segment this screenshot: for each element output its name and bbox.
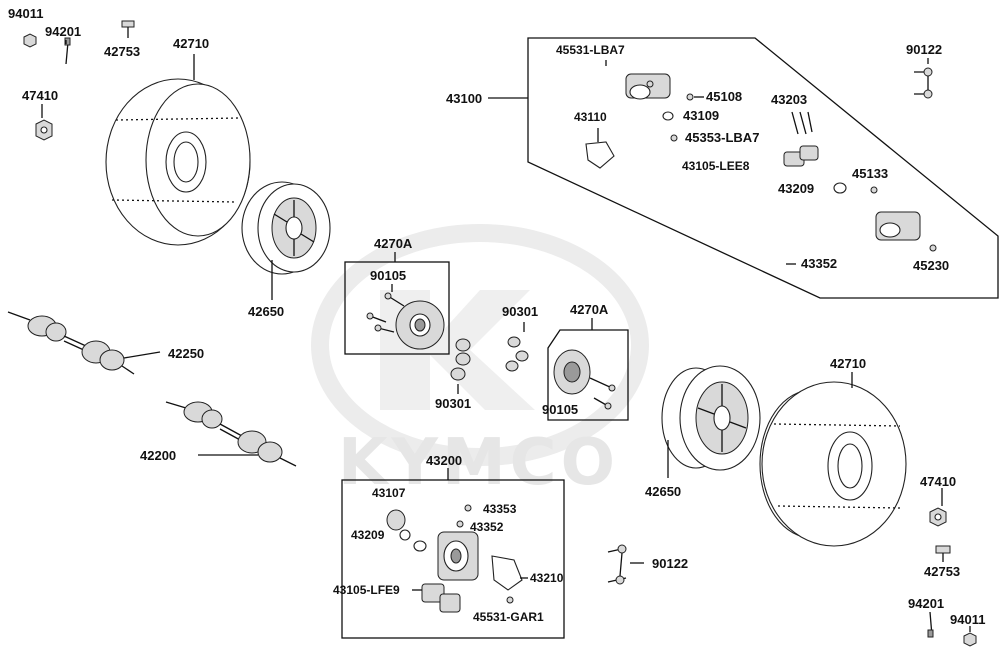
label-43209-bottom: 43209: [351, 528, 385, 542]
caliper-43200: [437, 531, 479, 581]
label-43100: 43100: [446, 91, 482, 106]
nut-94011-left: [23, 33, 37, 48]
label-90122-top: 90122: [906, 42, 942, 57]
bolts-90122-top: 90122: [906, 42, 942, 99]
valve-cap-42753-left: [121, 20, 135, 38]
label-47410-left: 47410: [22, 88, 58, 103]
label-4270a-right: 4270A: [570, 302, 609, 317]
label-47410-right: 47410: [920, 474, 956, 489]
label-45133: 45133: [852, 166, 888, 181]
label-45230: 45230: [913, 258, 949, 273]
label-90105-right: 90105: [542, 402, 578, 417]
label-4270a-left: 4270A: [374, 236, 413, 251]
brake-kit-43100: 43100 45531-LBA7 45108 43109 43110 45353…: [446, 37, 999, 299]
left-tire-assembly: 94011 94201 42753 42710 47410 42650: [8, 6, 331, 319]
kymco-watermark: KYMCO: [311, 224, 649, 500]
label-42753-right: 42753: [924, 564, 960, 579]
rim-42650-left: [241, 181, 331, 275]
label-43353: 43353: [483, 502, 517, 516]
tire-42710-left: [105, 78, 251, 246]
pins-43203: [791, 111, 813, 135]
label-45531-lba7: 45531-LBA7: [556, 43, 625, 57]
hub-4270a-right: 4270A 90105: [542, 302, 629, 421]
caliper-bottom: [875, 211, 921, 241]
brake-kit-43200: 43200 43107 43353 43352 43209 43210 4310…: [333, 453, 565, 639]
label-42650-left: 42650: [248, 304, 284, 319]
label-90301-right: 90301: [502, 304, 538, 319]
hub-4270a-left: 4270A 90105: [344, 236, 450, 355]
pads-43105-lfe9: [421, 583, 461, 613]
label-42250: 42250: [168, 346, 204, 361]
nut-stack-90301-left: [450, 338, 471, 381]
valve-stem-94201-right: [927, 611, 934, 638]
label-43209-top: 43209: [778, 181, 814, 196]
label-43203: 43203: [771, 92, 807, 107]
label-43352-top: 43352: [801, 256, 837, 271]
bracket-43210: [491, 555, 523, 591]
label-43352-bottom: 43352: [470, 520, 504, 534]
nut-94011-right: [963, 632, 977, 647]
valve-cap-42753-right: [935, 545, 951, 562]
hub-bolts-90105-left: [366, 292, 405, 333]
label-42753-left: 42753: [104, 44, 140, 59]
caliper-top: [625, 73, 671, 100]
label-43210: 43210: [530, 571, 564, 585]
label-90301-left: 90301: [435, 396, 471, 411]
label-94201-left: 94201: [45, 24, 81, 39]
nut-47410-left: [35, 119, 53, 141]
piston-43107: [386, 509, 406, 531]
pads-43105-lee8: [783, 145, 819, 167]
label-43105-lee8: 43105-LEE8: [682, 159, 750, 173]
hub-bolts-90105-right: [589, 377, 616, 410]
rim-42650-right: [661, 365, 761, 471]
label-43109: 43109: [683, 108, 719, 123]
label-42710-right: 42710: [830, 356, 866, 371]
label-90122-bottom: 90122: [652, 556, 688, 571]
label-90105-left: 90105: [370, 268, 406, 283]
label-42710-left: 42710: [173, 36, 209, 51]
watermark-text: KYMCO: [338, 426, 619, 500]
label-45353-lba7: 45353-LBA7: [685, 130, 759, 145]
label-43107: 43107: [372, 486, 406, 500]
label-45531-gar1: 45531-GAR1: [473, 610, 544, 624]
label-43105-lfe9: 43105-LFE9: [333, 583, 400, 597]
tire-42710-right: [759, 381, 907, 547]
label-94011-right: 94011: [950, 612, 985, 627]
nut-47410-right: [929, 507, 947, 527]
label-42650-right: 42650: [645, 484, 681, 499]
label-43110: 43110: [574, 110, 607, 124]
bolts-90122-bottom: 90122: [607, 544, 688, 585]
drive-shaft-42250: 42250: [7, 311, 204, 375]
label-45108: 45108: [706, 89, 742, 104]
label-94201-right: 94201: [908, 596, 944, 611]
nuts-90301: 90301 90301: [435, 304, 538, 411]
label-43200: 43200: [426, 453, 462, 468]
label-42200: 42200: [140, 448, 176, 463]
drive-shaft-42200: 42200: [140, 401, 297, 467]
right-tire-assembly: 42650 42710 47410 42753 94201: [645, 356, 985, 647]
label-94011-left: 94011: [8, 6, 43, 21]
nut-stack-90301-right: [505, 336, 529, 372]
valve-stem-94201-left: [64, 37, 71, 65]
bracket-43110: [585, 141, 615, 169]
